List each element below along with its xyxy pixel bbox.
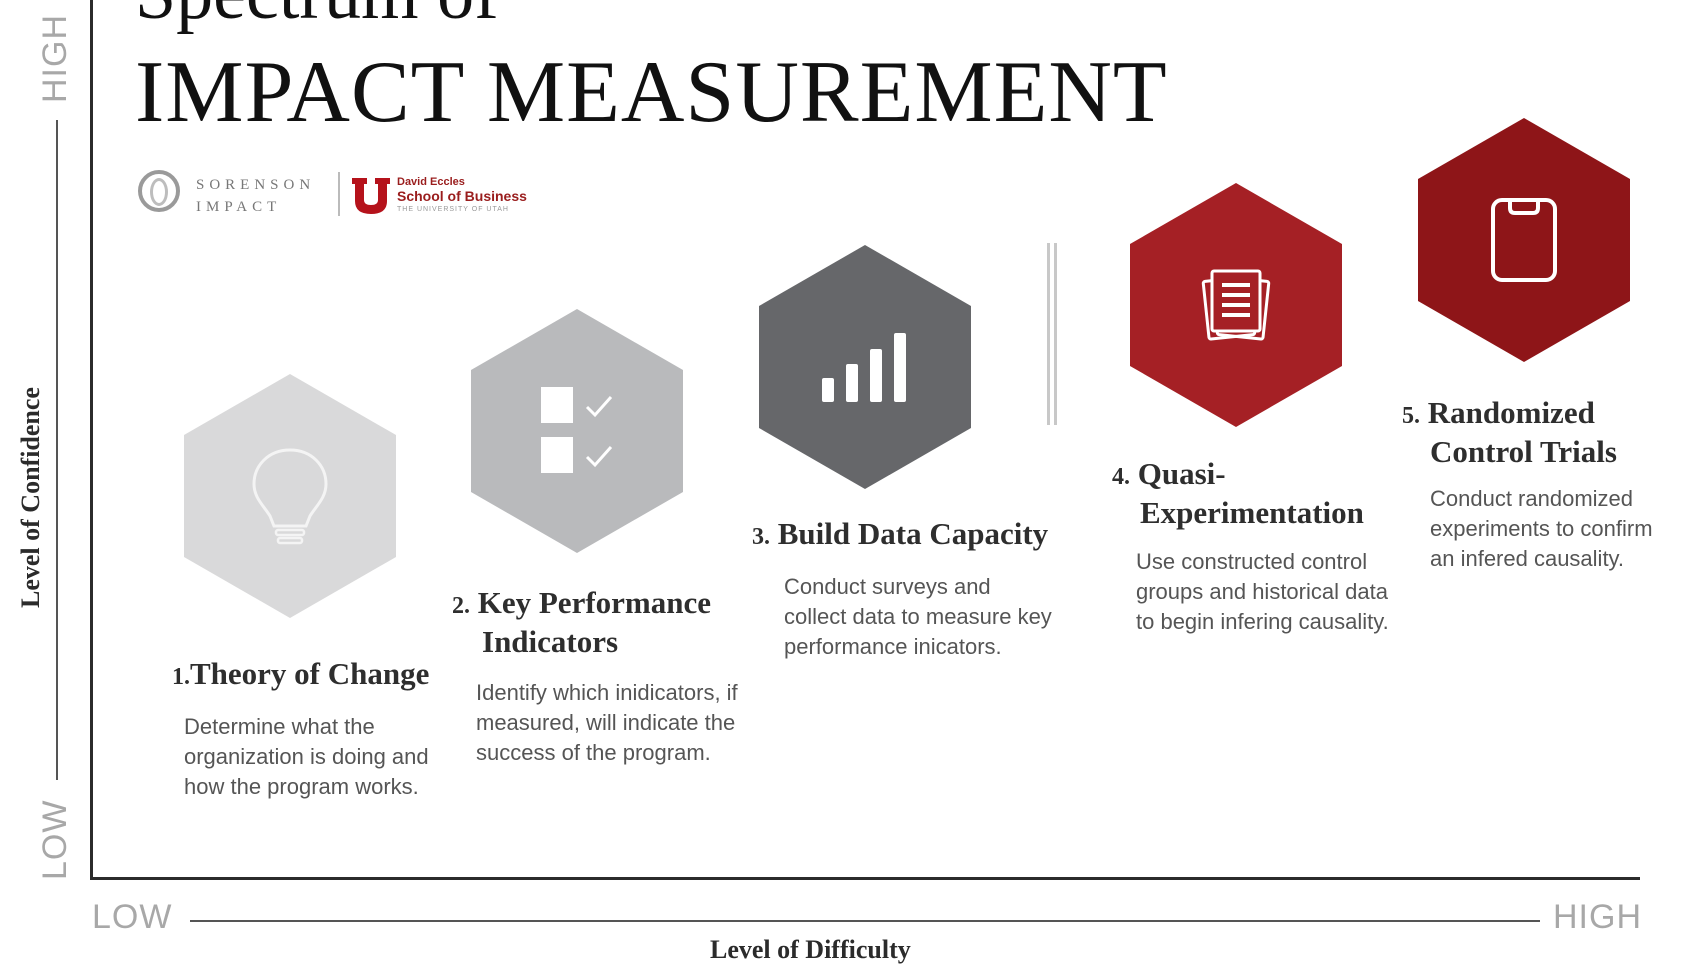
step-2-title: 2. Key Performance Indicators	[452, 585, 711, 660]
documents-icon	[1201, 269, 1271, 341]
step-4-number: 4.	[1112, 464, 1130, 490]
logo-divider	[338, 172, 340, 216]
clipboard-icon	[1491, 198, 1557, 282]
x-axis-title: Level of Difficulty	[710, 935, 911, 964]
y-axis-high-label: HIGH	[36, 14, 74, 103]
page-title-line2: IMPACT MEASUREMENT	[135, 44, 1168, 141]
step-2-description: Identify which inidicators, if measured,…	[476, 680, 738, 765]
step-1-number: 1.	[172, 664, 190, 690]
step-5-description: Conduct randomized experiments to confir…	[1430, 486, 1653, 571]
step-4-title: 4. Quasi- Experimentation	[1112, 456, 1364, 531]
school-logo-line3: THE UNIVERSITY OF UTAH	[397, 206, 509, 213]
x-axis-line	[90, 877, 1640, 880]
x-axis-low-label: LOW	[92, 898, 173, 936]
lightbulb-icon	[252, 448, 328, 545]
school-of-business-logo: David Eccles School of Business THE UNIV…	[397, 176, 527, 216]
step-3-hexagon	[759, 245, 971, 489]
step-4-hexagon	[1130, 183, 1342, 427]
step-1-title: 1.Theory of Change	[172, 656, 429, 695]
x-axis-high-label: HIGH	[1553, 898, 1642, 936]
sorenson-logo-line2: IMPACT	[196, 199, 282, 215]
step-3-title: 3. Build Data Capacity	[752, 516, 1048, 555]
school-logo-line2: School of Business	[397, 188, 527, 204]
y-scale-line	[56, 120, 58, 780]
step-4-title-line2: Experimentation	[1140, 495, 1364, 530]
step-1-description: Determine what the organization is doing…	[184, 714, 429, 799]
page-title-line1: Spectrum of	[135, 0, 499, 37]
sorenson-logo-icon	[138, 170, 180, 212]
step-3-title-text: Build Data Capacity	[777, 516, 1049, 551]
step-2-title-line1: Key Performance	[477, 585, 711, 620]
step-1-title-text: Theory of Change	[190, 656, 430, 691]
step-5-title-line2: Control Trials	[1430, 434, 1617, 469]
university-u-logo-icon	[352, 178, 390, 214]
checklist-icon	[541, 387, 613, 473]
sorenson-logo-text: SORENSON IMPACT	[196, 174, 315, 218]
step-2-title-line2: Indicators	[482, 624, 619, 659]
step-5-title: 5. Randomized Control Trials	[1402, 395, 1617, 470]
school-logo-line1: David Eccles	[397, 176, 465, 188]
separator-line	[1047, 243, 1050, 425]
step-5-title-line1: Randomized	[1427, 395, 1595, 430]
step-5-hexagon	[1418, 118, 1630, 362]
step-1-hexagon	[184, 374, 396, 618]
sorenson-logo-line1: SORENSON	[196, 177, 316, 193]
step-3-description: Conduct surveys and collect data to meas…	[784, 574, 1052, 659]
step-4-description: Use constructed control groups and histo…	[1136, 549, 1389, 634]
y-axis-low-label: LOW	[36, 799, 74, 880]
bar-signal-icon	[822, 333, 906, 402]
step-4-title-line1: Quasi-	[1137, 456, 1226, 491]
step-2-number: 2.	[452, 593, 470, 619]
y-axis-title: Level of Confidence	[16, 387, 45, 608]
y-axis-line	[90, 0, 93, 880]
step-2-hexagon	[471, 309, 683, 553]
x-scale-line	[190, 920, 1540, 922]
step-5-number: 5.	[1402, 403, 1420, 429]
step-3-number: 3.	[752, 524, 770, 550]
separator-line	[1054, 243, 1057, 425]
